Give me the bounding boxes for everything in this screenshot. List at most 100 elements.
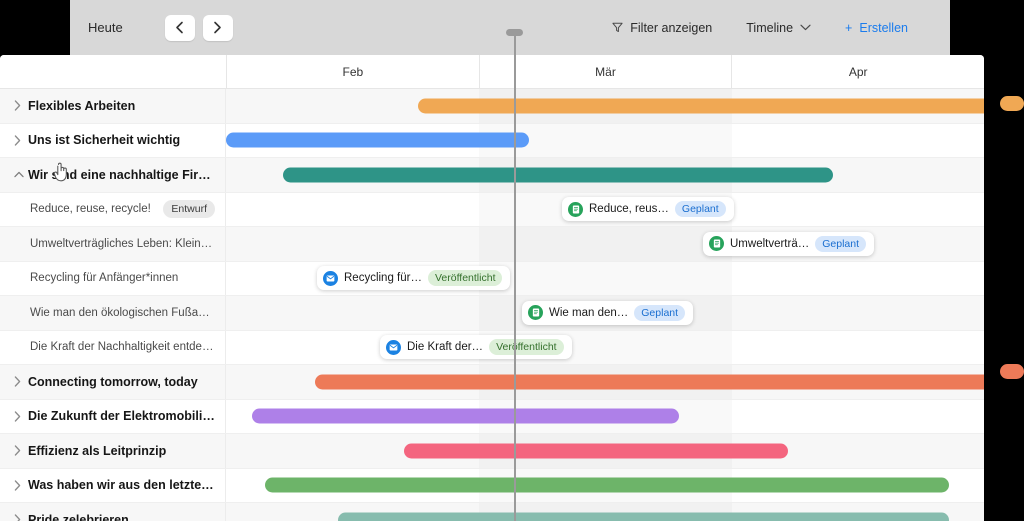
- show-filters-button[interactable]: Filter anzeigen: [612, 21, 712, 35]
- timeline-bar[interactable]: [252, 408, 679, 424]
- date-nav-group: [164, 14, 233, 41]
- month-header-2: Apr: [848, 64, 868, 79]
- timeline-bar[interactable]: [338, 512, 949, 521]
- row-track[interactable]: Recycling für…Veröffentlicht: [226, 262, 984, 296]
- timeline-toolbar: Heute Filter anzeigen Timeline + Erstell…: [70, 0, 950, 55]
- timeline-bar-overflow[interactable]: [1000, 96, 1024, 111]
- timeline-row[interactable]: Umweltverträgliches Leben: Kleine… Umwelt…: [0, 227, 984, 262]
- timeline-bar[interactable]: [283, 167, 833, 183]
- row-track[interactable]: [226, 89, 984, 123]
- blog-post-icon: [568, 201, 583, 217]
- row-track[interactable]: Wie man den…Geplant: [226, 296, 984, 330]
- card-status-badge: Geplant: [674, 201, 726, 218]
- content-card[interactable]: Reduce, reus… Geplant: [562, 197, 734, 222]
- row-label-cell: Die Kraft der Nachhaltigkeit entdeck…: [0, 330, 226, 364]
- month-header-0: Feb: [227, 55, 480, 88]
- timeline-row[interactable]: Pride zelebrieren: [0, 503, 984, 521]
- today-button[interactable]: Heute: [88, 20, 123, 35]
- timeline-row[interactable]: Die Zukunft der Elektromobilit…: [0, 399, 984, 434]
- status-badge: Entwurf: [163, 200, 215, 219]
- card-status-badge: Geplant: [815, 235, 867, 252]
- row-title: Wie man den ökologischen Fußabdr…: [30, 306, 215, 319]
- plus-icon: +: [845, 20, 853, 35]
- row-title: Effizienz als Leitprinzip: [28, 443, 167, 458]
- chevron-right-icon[interactable]: [14, 135, 28, 146]
- chevron-up-icon[interactable]: [14, 171, 28, 178]
- row-label-cell: Umweltverträgliches Leben: Kleine…: [0, 227, 226, 261]
- timeline-bar[interactable]: [418, 98, 984, 114]
- chevron-left-icon: [176, 21, 184, 34]
- chevron-right-icon[interactable]: [14, 100, 28, 111]
- funnel-icon: [612, 22, 623, 33]
- row-track[interactable]: Die Kraft der…Veröffentlicht: [226, 331, 984, 365]
- content-card[interactable]: Recycling für…Veröffentlicht: [317, 266, 511, 291]
- row-title: Uns ist Sicherheit wichtig: [28, 133, 181, 148]
- mouse-cursor-icon: [53, 162, 67, 182]
- timeline-header: Feb Mär Apr: [0, 55, 984, 89]
- timeline-row[interactable]: Flexibles Arbeiten: [0, 89, 984, 124]
- toolbar-actions: Filter anzeigen Timeline + Erstellen: [578, 21, 950, 35]
- month-shading: [479, 227, 732, 261]
- row-title: Pride zelebrieren: [28, 512, 129, 521]
- timeline-row[interactable]: Die Kraft der Nachhaltigkeit entdeck… Die…: [0, 330, 984, 365]
- row-track[interactable]: [226, 365, 984, 399]
- email-icon: [386, 339, 401, 355]
- chevron-right-icon[interactable]: [14, 514, 28, 521]
- timeline-row[interactable]: Effizienz als Leitprinzip: [0, 434, 984, 469]
- show-filters-label: Filter anzeigen: [630, 20, 713, 35]
- content-card[interactable]: Wie man den…Geplant: [522, 300, 694, 325]
- timeline-bar[interactable]: [226, 132, 529, 148]
- timeline-row[interactable]: Was haben wir aus den letzte…: [0, 468, 984, 503]
- row-track[interactable]: Umweltverträ… Geplant: [226, 227, 984, 261]
- timeline-row[interactable]: Uns ist Sicherheit wichtig: [0, 123, 984, 158]
- create-button[interactable]: + Erstellen: [845, 21, 908, 35]
- chevron-right-icon: [214, 21, 222, 34]
- timeline-bar[interactable]: [315, 374, 984, 390]
- content-card[interactable]: Umweltverträ… Geplant: [703, 231, 875, 256]
- row-label-cell: Flexibles Arbeiten: [0, 89, 226, 123]
- timeline-row[interactable]: Connecting tomorrow, today: [0, 365, 984, 400]
- row-track[interactable]: [226, 400, 984, 434]
- chevron-right-icon[interactable]: [14, 411, 28, 422]
- chevron-right-icon[interactable]: [14, 480, 28, 491]
- row-label-cell: Uns ist Sicherheit wichtig: [0, 123, 226, 157]
- content-card[interactable]: Die Kraft der…Veröffentlicht: [380, 335, 572, 360]
- card-title: Reduce, reus…: [589, 203, 669, 216]
- row-track[interactable]: [226, 434, 984, 468]
- row-title: Was haben wir aus den letzte…: [28, 478, 214, 493]
- row-title: Flexibles Arbeiten: [28, 98, 136, 113]
- timeline-bar-overflow[interactable]: [1000, 364, 1024, 379]
- card-title: Die Kraft der…: [407, 341, 484, 354]
- row-track[interactable]: [226, 469, 984, 503]
- timeline-row[interactable]: Reduce, reuse, recycle!Entwurf Reduce, re…: [0, 192, 984, 227]
- chevron-down-icon: [800, 24, 811, 31]
- prev-period-button[interactable]: [164, 14, 195, 41]
- timeline-row[interactable]: Wir sind eine nachhaltige Firma: [0, 158, 984, 193]
- row-track[interactable]: [226, 158, 984, 192]
- next-period-button[interactable]: [202, 14, 233, 41]
- row-label-cell: Effizienz als Leitprinzip: [0, 434, 226, 468]
- timeline-row[interactable]: Wie man den ökologischen Fußabdr… Wie man…: [0, 296, 984, 331]
- row-title: Die Zukunft der Elektromobilit…: [28, 409, 215, 424]
- chevron-right-icon[interactable]: [14, 376, 28, 387]
- row-track[interactable]: Reduce, reus… Geplant: [226, 193, 984, 227]
- view-selector[interactable]: Timeline: [746, 21, 811, 35]
- chevron-right-icon[interactable]: [14, 445, 28, 456]
- card-title: Recycling für…: [344, 272, 422, 285]
- row-track[interactable]: [226, 503, 984, 521]
- row-title: Connecting tomorrow, today: [28, 374, 198, 389]
- view-selector-label: Timeline: [746, 20, 794, 35]
- row-label-cell: Pride zelebrieren: [0, 503, 226, 521]
- row-label-cell: Wie man den ökologischen Fußabdr…: [0, 296, 226, 330]
- timeline-bar[interactable]: [265, 477, 949, 493]
- month-header-1: Mär: [480, 55, 733, 88]
- card-title: Wie man den…: [549, 306, 629, 319]
- card-title: Umweltverträ…: [730, 237, 810, 250]
- row-label-cell: Reduce, reuse, recycle!Entwurf: [0, 192, 226, 226]
- row-title: Umweltverträgliches Leben: Kleine…: [30, 237, 215, 250]
- row-track[interactable]: [226, 124, 984, 158]
- timeline-bar[interactable]: [404, 443, 788, 459]
- row-label-cell: Die Zukunft der Elektromobilit…: [0, 399, 226, 433]
- row-label-cell: Wir sind eine nachhaltige Firma: [0, 158, 226, 192]
